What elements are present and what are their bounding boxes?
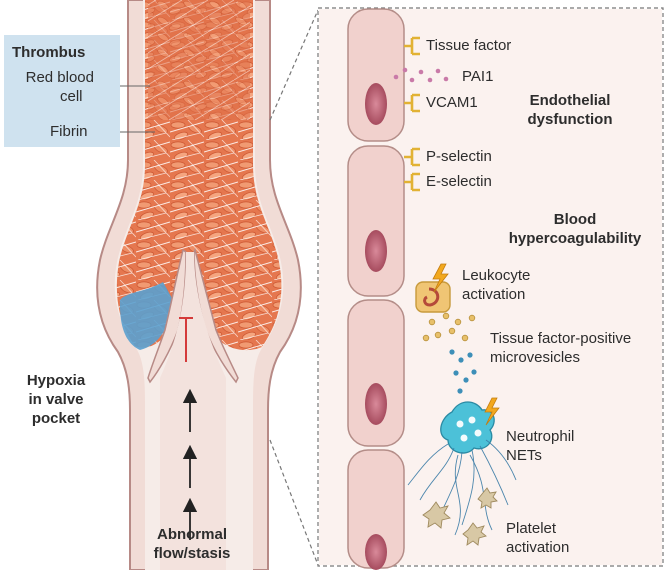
hypoxia-line2: in valve [8,391,104,409]
label-pai1: PAI1 [462,68,493,86]
heading-blood-line1: Blood [500,211,650,229]
label-vcam1: VCAM1 [426,94,478,112]
vein-illustration [96,0,301,570]
cell-nucleus [365,534,387,570]
label-neutrophil-line2: NETs [506,447,542,465]
label-p-selectin: P-selectin [426,148,492,166]
cell-nucleus [365,83,387,125]
label-microvesicles-line2: microvesicles [490,349,580,367]
flow-line1: Abnormal [142,526,242,544]
hypoxia-line3: pocket [8,410,104,428]
legend-rbc-line2: cell [60,88,83,106]
heading-endothelial-line1: Endothelial [510,92,630,110]
label-platelet-line1: Platelet [506,520,556,538]
label-microvesicles-line1: Tissue factor-positive [490,330,631,348]
legend-title: Thrombus [12,44,85,62]
cell-nucleus [365,383,387,425]
label-platelet-line2: activation [506,539,569,557]
label-neutrophil-line1: Neutrophil [506,428,574,446]
label-tissue-factor: Tissue factor [426,37,511,55]
legend-rbc-line1: Red blood [14,69,94,87]
label-leukocyte-line2: activation [462,286,525,304]
heading-blood-line2: hypercoagulability [500,230,650,248]
flow-line2: flow/stasis [142,545,242,563]
thrombus-upper-dense [148,0,250,120]
legend-fibrin: Fibrin [50,123,88,141]
label-e-selectin: E-selectin [426,173,492,191]
heading-endothelial-line2: dysfunction [510,111,630,129]
hypoxia-line1: Hypoxia [8,372,104,390]
cell-nucleus [365,230,387,272]
endothelial-cells [348,9,404,570]
label-leukocyte-line1: Leukocyte [462,267,530,285]
